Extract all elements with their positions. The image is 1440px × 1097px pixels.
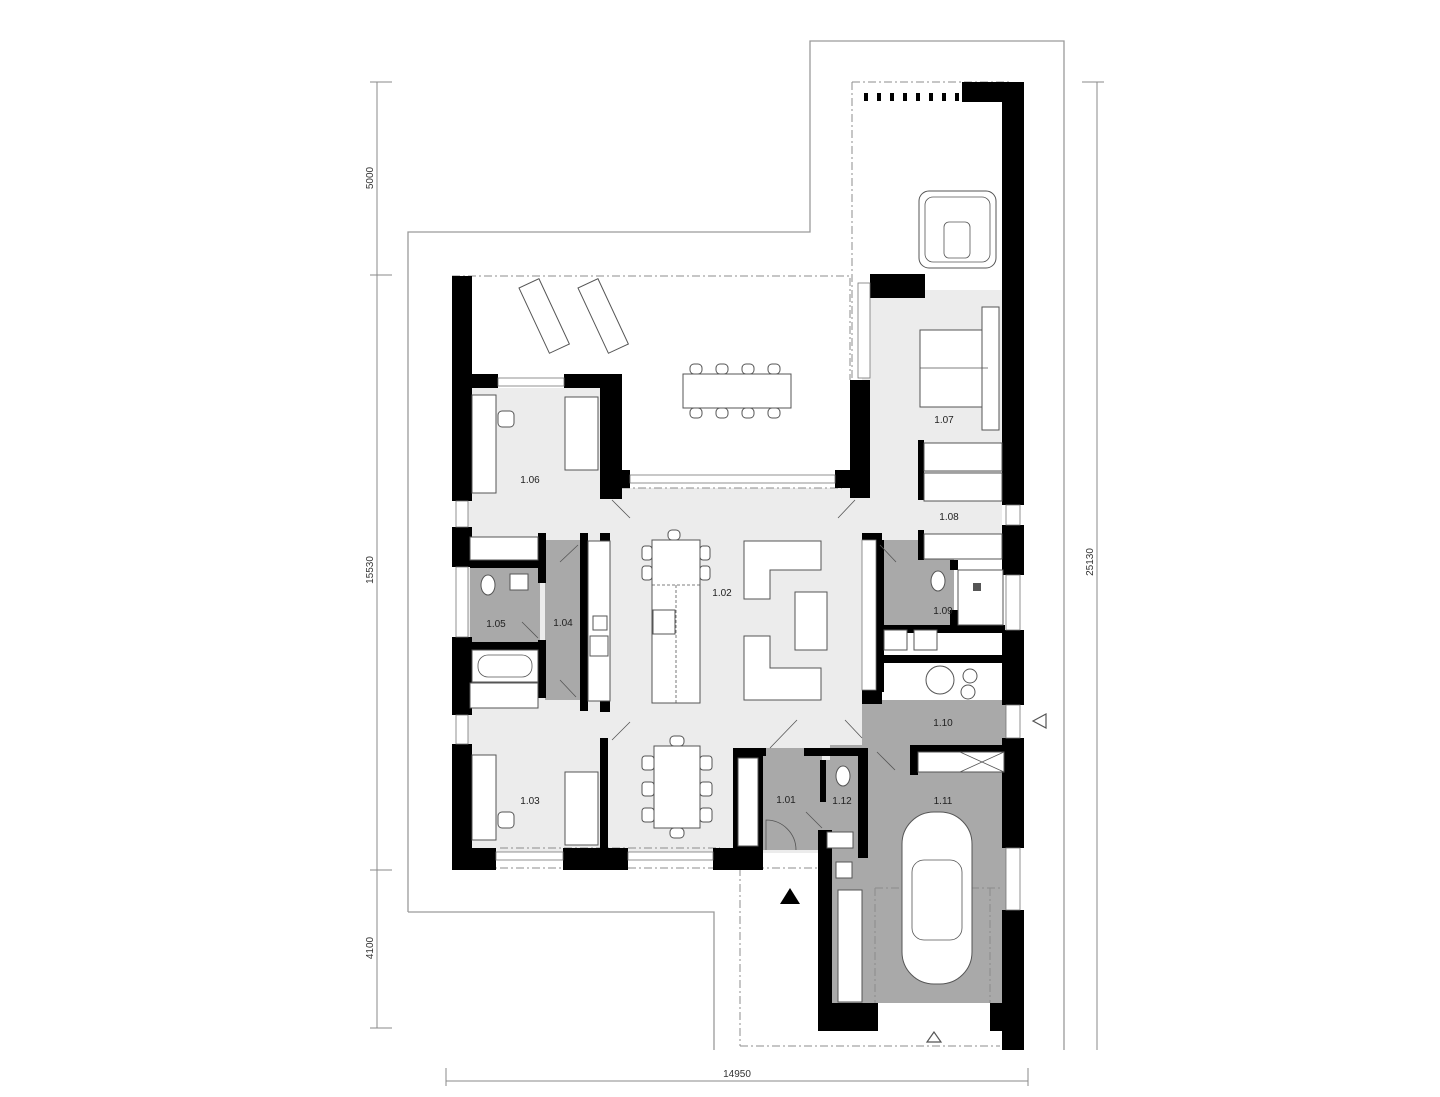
shower-icon <box>957 569 1004 626</box>
pergola-slats <box>864 93 959 101</box>
hot-tub-icon <box>918 190 997 269</box>
room-label-1-08: 1.08 <box>939 512 959 523</box>
bathtub-icon <box>471 649 539 683</box>
walls <box>452 82 1024 1050</box>
side-entrance-icon <box>1031 712 1047 730</box>
room-label-1-04: 1.04 <box>553 618 573 629</box>
room-label-1-03: 1.03 <box>520 796 540 807</box>
dim-left-bottom: 4100 <box>365 936 376 959</box>
sofa-icon <box>743 540 828 701</box>
desk-icon <box>471 394 515 841</box>
canopy-lines <box>452 81 1010 1047</box>
room-label-1-07: 1.07 <box>934 415 954 426</box>
room-label-1-12: 1.12 <box>832 796 852 807</box>
car-icon <box>901 811 973 985</box>
room-label-1-05: 1.05 <box>486 619 506 630</box>
dimension-lines <box>370 81 1104 1086</box>
sink-icon <box>509 573 938 879</box>
wardrobe-icon <box>469 442 1003 847</box>
dim-bottom-width: 14950 <box>723 1069 751 1080</box>
dim-left-middle: 15530 <box>365 556 376 584</box>
room-label-1-02: 1.02 <box>712 588 732 599</box>
dim-left-top: 5000 <box>365 166 376 189</box>
toilet-icon <box>480 570 946 787</box>
double-bed-icon <box>919 306 1000 431</box>
sun-lounger-icon <box>518 278 630 354</box>
outdoor-dining-table-icon <box>682 363 792 419</box>
garage-entrance-icon <box>925 1030 943 1043</box>
main-entrance-icon <box>780 888 800 904</box>
room-label-1-11: 1.11 <box>934 796 953 807</box>
kitchen-island-icon <box>641 529 711 704</box>
kitchen-counter-icon <box>587 540 611 702</box>
room-label-1-10: 1.10 <box>933 718 953 729</box>
doors <box>521 499 897 851</box>
site-outline <box>407 40 1065 1050</box>
room-label-1-09: 1.09 <box>933 606 953 617</box>
single-bed-icon <box>564 396 599 846</box>
room-label-1-06: 1.06 <box>520 475 540 486</box>
dim-right-total: 25130 <box>1085 548 1096 576</box>
entrance-markers <box>780 712 1047 1043</box>
garage-storage-icon <box>837 889 863 1003</box>
dining-table-icon <box>641 735 713 839</box>
room-label-1-01: 1.01 <box>776 795 796 806</box>
laundry-icon <box>917 665 1005 773</box>
windows <box>455 282 1021 911</box>
